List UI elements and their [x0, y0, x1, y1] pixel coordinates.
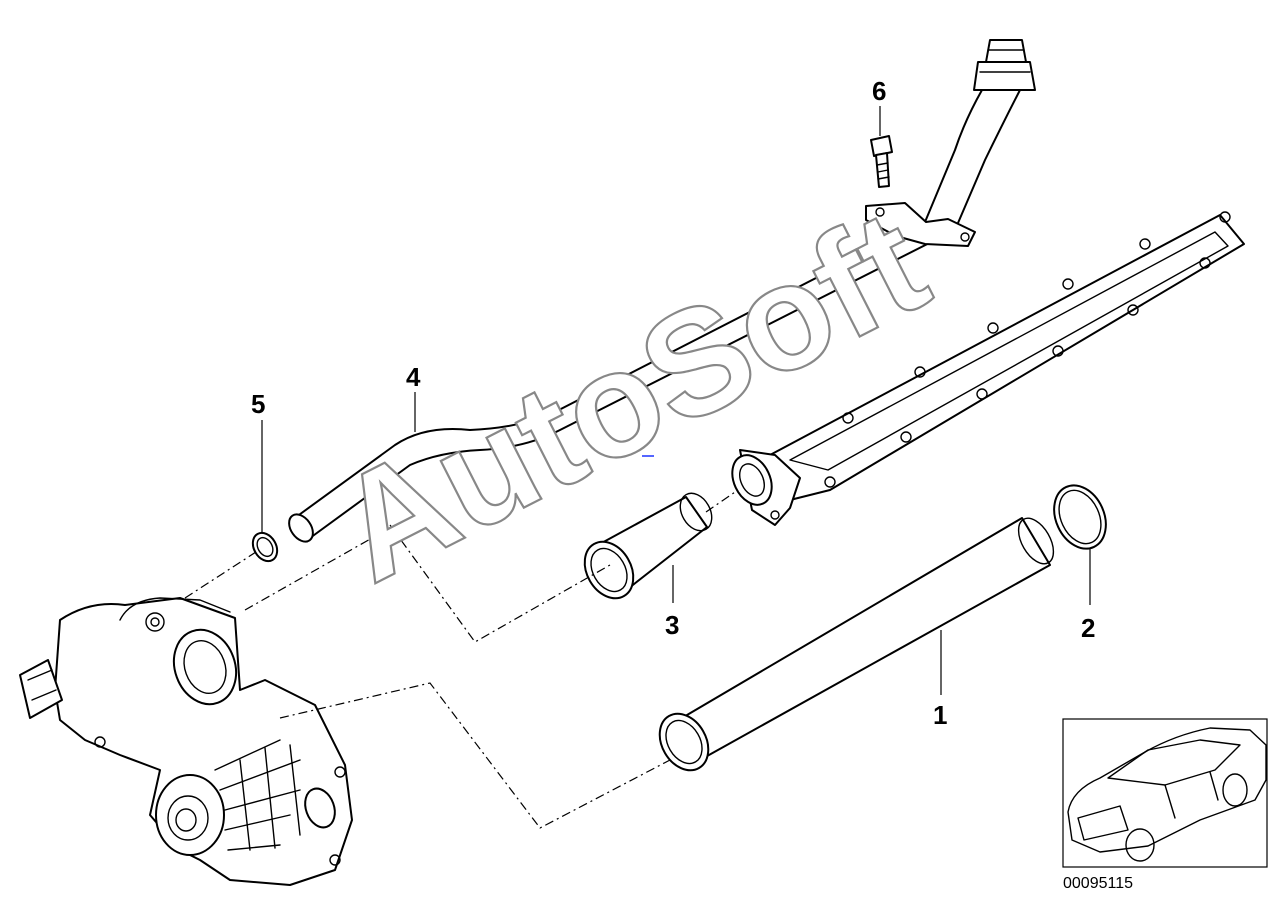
coolant-return-pipe[interactable] — [284, 39, 1036, 546]
callout-4[interactable]: 4 — [406, 362, 421, 392]
bolt[interactable] — [870, 135, 893, 188]
coolant-rail-gasket — [731, 211, 1245, 526]
short-connecting-sleeve[interactable] — [575, 488, 718, 607]
vehicle-thumbnail[interactable] — [1062, 718, 1268, 868]
callout-3[interactable]: 3 — [665, 610, 679, 640]
water-pump-housing — [19, 597, 353, 886]
long-coolant-pipe[interactable] — [650, 512, 1061, 779]
assembly-lines — [184, 489, 739, 829]
callout-1[interactable]: 1 — [933, 700, 947, 730]
callout-6[interactable]: 6 — [872, 76, 886, 106]
diagram-id: 00095115 — [1063, 875, 1133, 892]
callout-2[interactable]: 2 — [1081, 613, 1095, 643]
o-ring-large[interactable] — [1044, 477, 1115, 557]
car-outline-icon — [1067, 727, 1267, 862]
callouts: 4 5 6 3 2 1 — [251, 76, 1095, 730]
callout-5[interactable]: 5 — [251, 389, 265, 419]
o-ring-small[interactable] — [248, 529, 282, 566]
leader-lines — [261, 106, 1091, 695]
